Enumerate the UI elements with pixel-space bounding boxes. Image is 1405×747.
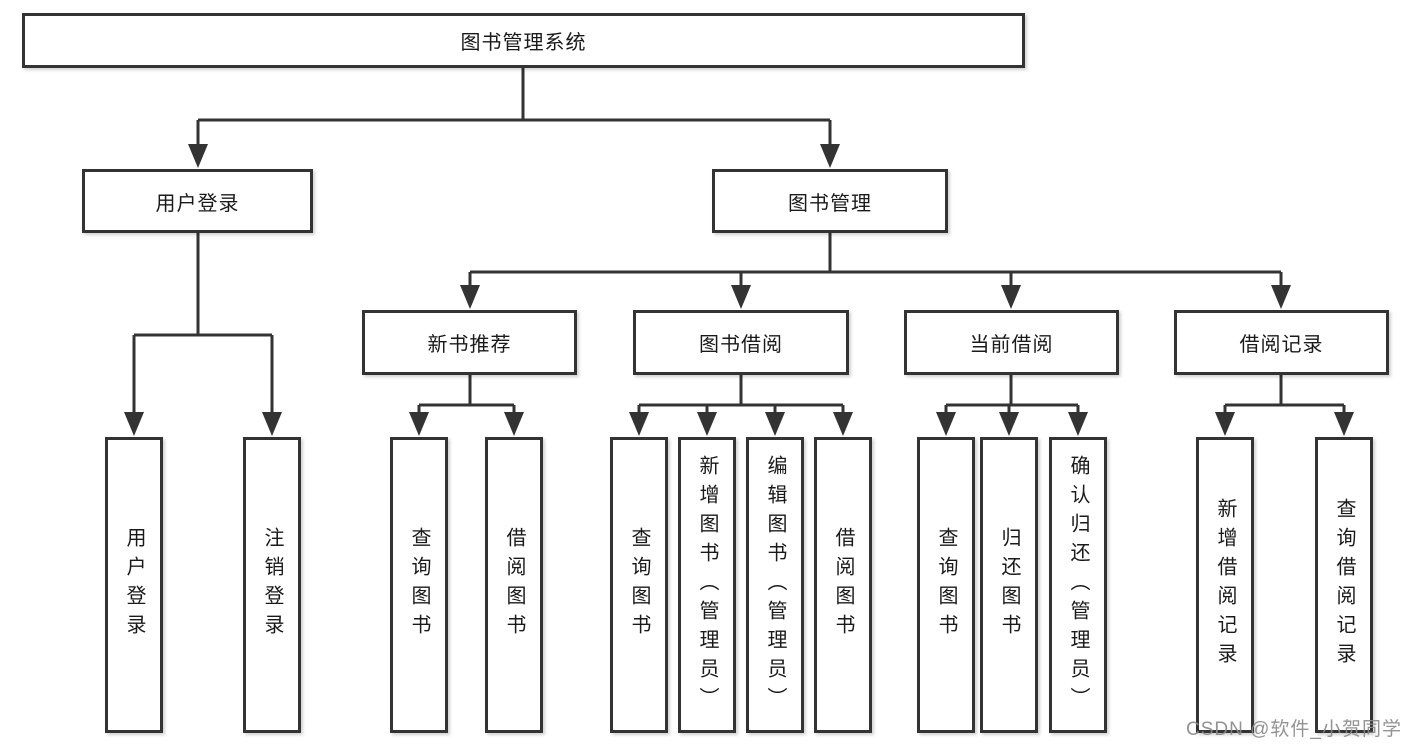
leaf-user-login-label: 用户登录 — [123, 527, 145, 643]
leaf-add-borrow-record-label: 新增借阅记录 — [1214, 498, 1236, 672]
leaf-return-books-label: 归还图书 — [998, 527, 1020, 643]
leaf-logout: 注销登录 — [243, 437, 301, 733]
leaf-recommend-borrow-books-label: 借阅图书 — [503, 527, 525, 643]
csdn-watermark: CSDN @软件_小贺同学 — [1186, 719, 1402, 740]
node-user-login-label: 用户登录 — [155, 192, 240, 215]
leaf-add-borrow-record: 新增借阅记录 — [1196, 437, 1254, 733]
node-book-management-label: 图书管理 — [788, 192, 872, 215]
node-root-label: 图书管理系统 — [460, 32, 587, 54]
node-root: 图书管理系统 — [22, 13, 1025, 68]
leaf-recommend-query-books: 查询图书 — [390, 437, 448, 733]
leaf-borrow-query-books-label: 查询图书 — [628, 527, 650, 643]
leaf-borrow-books-label: 借阅图书 — [832, 527, 854, 643]
leaf-current-query-books: 查询图书 — [917, 437, 975, 733]
node-book-borrow-label: 图书借阅 — [699, 334, 783, 356]
node-current-borrow: 当前借阅 — [904, 310, 1119, 375]
leaf-recommend-query-books-label: 查询图书 — [408, 527, 430, 643]
leaf-edit-books-admin: 编辑图书（管理员） — [746, 437, 804, 733]
leaf-borrow-books: 借阅图书 — [814, 437, 872, 733]
node-user-login: 用户登录 — [82, 169, 313, 233]
leaf-add-books-admin-label: 新增图书（管理员） — [696, 454, 718, 716]
leaf-query-borrow-record-label: 查询借阅记录 — [1333, 498, 1355, 672]
node-new-book-recommend: 新书推荐 — [362, 310, 577, 375]
leaf-query-borrow-record: 查询借阅记录 — [1315, 437, 1373, 733]
leaf-return-books: 归还图书 — [980, 437, 1038, 733]
leaf-edit-books-admin-label: 编辑图书（管理员） — [764, 454, 786, 716]
node-borrow-records: 借阅记录 — [1174, 310, 1389, 375]
leaf-current-query-books-label: 查询图书 — [935, 527, 957, 643]
node-borrow-records-label: 借阅记录 — [1239, 334, 1324, 356]
leaf-confirm-return-admin-label: 确认归还（管理员） — [1067, 454, 1089, 716]
leaf-confirm-return-admin: 确认归还（管理员） — [1049, 437, 1107, 733]
arrowheads — [124, 144, 1354, 436]
node-new-book-recommend-label: 新书推荐 — [427, 334, 512, 356]
leaf-recommend-borrow-books: 借阅图书 — [485, 437, 543, 733]
node-book-borrow: 图书借阅 — [633, 310, 849, 375]
leaf-add-books-admin: 新增图书（管理员） — [678, 437, 736, 733]
leaf-user-login: 用户登录 — [105, 437, 163, 733]
leaf-borrow-query-books: 查询图书 — [610, 437, 668, 733]
leaf-logout-label: 注销登录 — [261, 527, 283, 643]
node-current-borrow-label: 当前借阅 — [969, 334, 1054, 356]
node-book-management: 图书管理 — [712, 169, 948, 233]
